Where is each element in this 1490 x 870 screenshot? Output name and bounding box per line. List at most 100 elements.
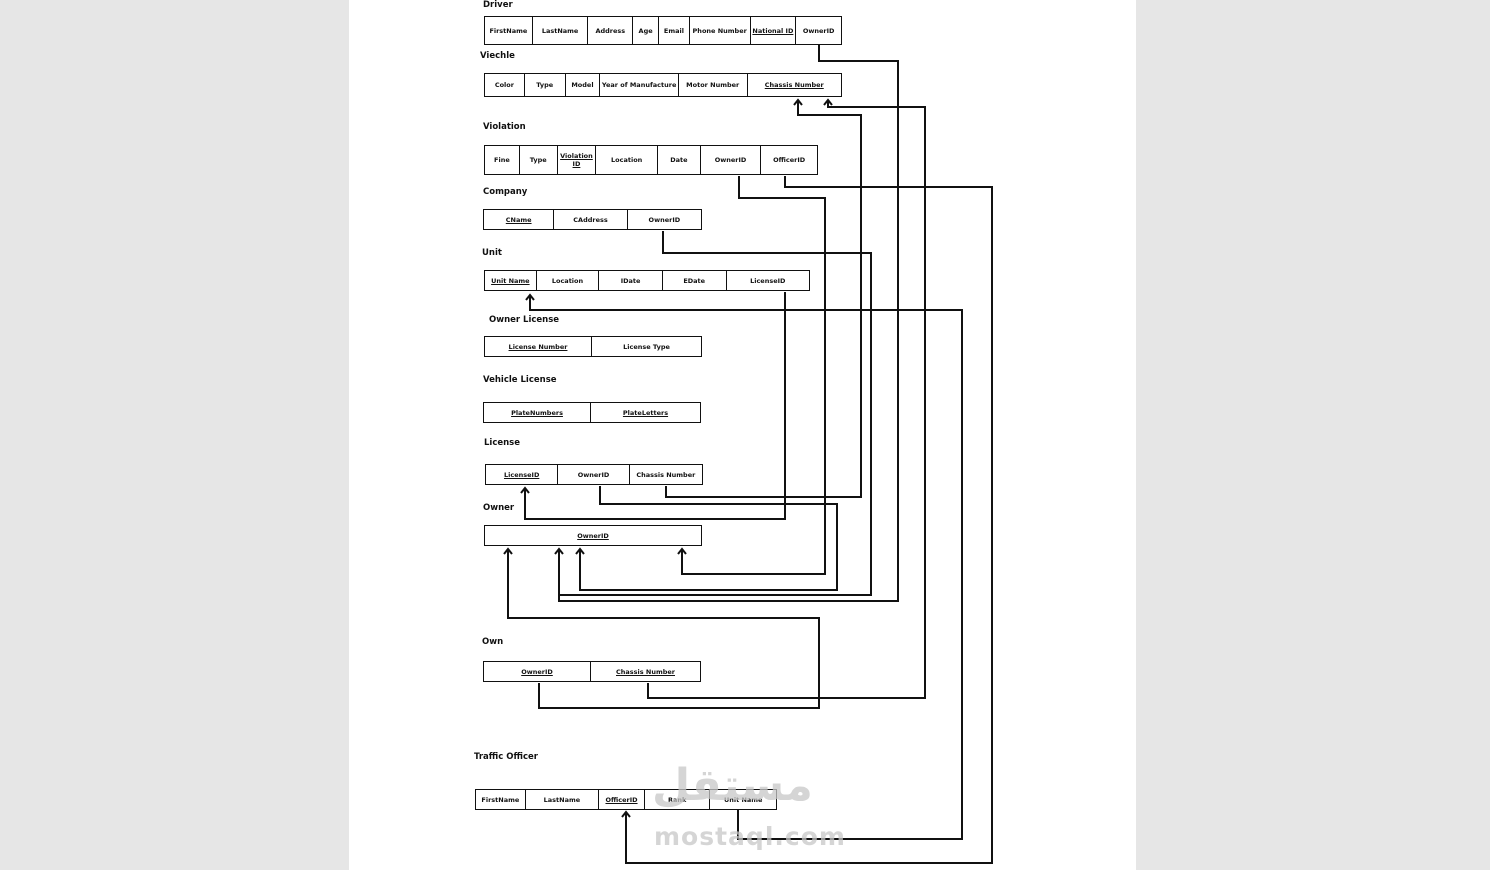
column-label: EDate [683, 276, 706, 285]
column-chassis-number: Chassis Number [630, 465, 702, 484]
column-unit-name: Unit Name [710, 790, 776, 809]
column-label: Chassis Number [636, 470, 696, 479]
relationship-violation-ownerid-to-owner-ownerid [681, 176, 826, 575]
relationship-license-ownerid-to-owner-ownerid [579, 486, 838, 591]
column-label: License Type [623, 342, 670, 351]
column-firstname: FirstName [485, 17, 533, 44]
column-lastname: LastName [533, 17, 589, 44]
column-label: Chassis Number [764, 81, 824, 89]
relationship-license-chassis-number-to-viechle-chassis-number [665, 100, 862, 498]
table-owner: OwnerID [484, 525, 702, 546]
column-chassis-number: Chassis Number [591, 662, 700, 681]
table-title-owner: Owner [483, 503, 515, 513]
column-lastname: LastName [526, 790, 600, 809]
column-phone-number: Phone Number [690, 17, 751, 44]
table-title-driver: Driver [483, 0, 513, 10]
column-chassis-number: Chassis Number [748, 74, 841, 96]
column-label: Motor Number [686, 81, 740, 89]
column-label: PlateLetters [622, 408, 669, 417]
column-year-of-manufacture: Year of Manufacture [600, 74, 679, 96]
column-ownerid: OwnerID [796, 17, 841, 44]
column-date: Date [658, 146, 701, 174]
table-title-violation: Violation [483, 122, 526, 132]
column-label: OwnerID [714, 156, 747, 164]
column-caddress: CAddress [554, 210, 628, 229]
column-plateletters: PlateLetters [591, 403, 700, 422]
column-label: License Number [508, 342, 568, 351]
column-label: Email [663, 26, 684, 35]
column-label: Location [611, 156, 643, 164]
arrowhead-license-ownerid-to-owner-ownerid [575, 547, 585, 555]
table-title-unit: Unit [482, 248, 502, 258]
column-label: OfficerID [605, 795, 638, 804]
table-own: OwnerID Chassis Number [483, 661, 701, 682]
table-title-own: Own [482, 637, 504, 647]
column-firstname: FirstName [476, 790, 526, 809]
table-owner-license: License Number License Type [484, 336, 702, 357]
relationship-unit-licenseid-to-license-licenseid [524, 292, 786, 520]
column-ownerid: OwnerID [558, 465, 630, 484]
arrowhead-traffic-officer-unit-name-to-unit-unit-name [525, 293, 535, 301]
arrowhead-own-ownerid-to-owner-ownerid [503, 547, 513, 555]
table-title-viechle: Viechle [480, 51, 515, 61]
column-edate: EDate [663, 271, 727, 290]
column-ownerid: OwnerID [628, 210, 701, 229]
column-address: Address [588, 17, 634, 44]
column-label: OwnerID [521, 667, 553, 676]
table-company: CName CAddress OwnerID [483, 209, 702, 230]
arrowhead-violation-officerid-to-traffic-officer-officerid [621, 810, 631, 818]
column-label: Fine [494, 156, 510, 164]
column-label: Violation ID [560, 152, 593, 168]
column-label: OwnerID [802, 26, 835, 35]
column-label: Date [670, 156, 688, 164]
arrowhead-own-chassis-number-to-viechle-chassis-number [823, 98, 833, 106]
column-officerid: OfficerID [599, 790, 645, 809]
column-location: Location [537, 271, 600, 290]
column-label: Type [536, 81, 554, 89]
column-label: FirstName [489, 26, 528, 35]
column-label: LastName [543, 795, 581, 804]
column-licenseid: LicenseID [486, 465, 559, 484]
column-idate: IDate [599, 271, 663, 290]
relationship-company-ownerid-to-owner-ownerid [558, 231, 872, 596]
column-ownerid: OwnerID [701, 146, 762, 174]
relationship-driver-ownerid-to-owner-ownerid [558, 45, 899, 602]
relationship-own-chassis-number-to-viechle-chassis-number [647, 100, 926, 699]
arrowhead-violation-ownerid-to-owner-ownerid [677, 547, 687, 555]
column-rank: Rank [645, 790, 711, 809]
table-title-vehicle-license: Vehicle License [483, 375, 557, 385]
column-label: LastName [541, 26, 579, 35]
column-label: Type [529, 156, 547, 164]
column-type: Type [520, 146, 558, 174]
column-label: Rank [667, 795, 687, 804]
relationship-own-ownerid-to-owner-ownerid [507, 549, 820, 709]
column-label: OwnerID [577, 470, 610, 479]
column-label: OwnerID [577, 531, 609, 540]
table-traffic-officer: FirstName LastName OfficerID Rank Unit Name [475, 789, 777, 810]
column-license-type: License Type [592, 337, 701, 356]
column-age: Age [633, 17, 660, 44]
column-type: Type [525, 74, 566, 96]
column-label: Chassis Number [616, 667, 675, 676]
column-label: PlateNumbers [511, 408, 563, 417]
table-license: LicenseID OwnerID Chassis Number [485, 464, 703, 485]
column-cname: CName [484, 210, 555, 229]
column-platenumbers: PlateNumbers [484, 403, 592, 422]
column-fine: Fine [485, 146, 520, 174]
column-licenseid: LicenseID [727, 271, 809, 290]
column-officerid: OfficerID [761, 146, 817, 174]
column-ownerid: OwnerID [485, 526, 701, 545]
column-color: Color [485, 74, 525, 96]
column-label: CName [505, 215, 532, 224]
table-title-traffic-officer: Traffic Officer [474, 752, 538, 762]
column-label: CAddress [573, 215, 608, 224]
column-violation-id: Violation ID [558, 146, 597, 174]
column-location: Location [596, 146, 658, 174]
column-label: Unit Name [723, 795, 763, 804]
column-label: OfficerID [773, 156, 806, 164]
